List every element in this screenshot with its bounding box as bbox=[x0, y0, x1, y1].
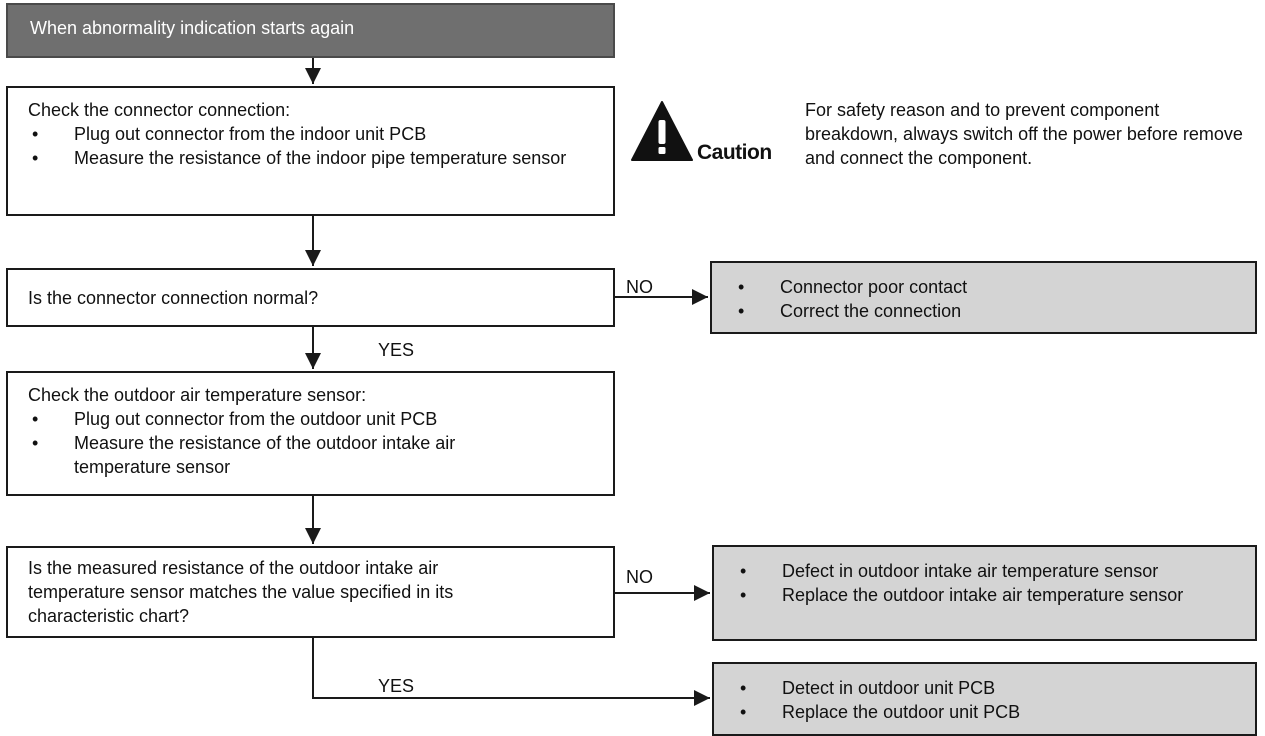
decision-question: Is the connector connection normal? bbox=[28, 287, 319, 308]
result-item: Replace the outdoor unit PCB bbox=[736, 700, 1255, 724]
result-list: Defect in outdoor intake air temperature… bbox=[714, 547, 1255, 607]
yes-label: YES bbox=[378, 676, 415, 696]
step-title: Check the outdoor air temperature sensor… bbox=[28, 385, 367, 405]
start-box: When abnormality indication starts again bbox=[6, 3, 615, 58]
result-item: Defect in outdoor intake air temperature… bbox=[736, 559, 1235, 583]
no-label: NO bbox=[626, 277, 653, 297]
step-list: Plug out connector from the indoor unit … bbox=[28, 122, 593, 170]
result-connector-poor-contact: Connector poor contact Correct the conne… bbox=[710, 261, 1257, 334]
result-list: Connector poor contact Correct the conne… bbox=[712, 263, 1255, 323]
check-outdoor-sensor-box: Check the outdoor air temperature sensor… bbox=[6, 371, 615, 496]
result-item: Correct the connection bbox=[734, 299, 1255, 323]
warning-triangle-icon bbox=[631, 101, 693, 161]
caution-message: For safety reason and to prevent compone… bbox=[805, 100, 1243, 168]
step-item: Measure the resistance of the outdoor in… bbox=[28, 431, 593, 479]
result-item: Detect in outdoor unit PCB bbox=[736, 676, 1255, 700]
caution-label: Caution bbox=[697, 141, 772, 164]
arrow-decision2-yes bbox=[312, 638, 710, 706]
decision-connector-normal: Is the connector connection normal? bbox=[6, 268, 615, 327]
step-item: Plug out connector from the indoor unit … bbox=[28, 122, 593, 146]
step-item: Measure the resistance of the indoor pip… bbox=[28, 146, 593, 170]
decision-question: Is the measured resistance of the outdoo… bbox=[28, 558, 454, 626]
result-pcb-defect: Detect in outdoor unit PCB Replace the o… bbox=[712, 662, 1257, 736]
result-list: Detect in outdoor unit PCB Replace the o… bbox=[714, 664, 1255, 724]
decision-resistance-matches: Is the measured resistance of the outdoo… bbox=[6, 546, 615, 638]
check-connector-box: Check the connector connection: Plug out… bbox=[6, 86, 615, 216]
step-list: Plug out connector from the outdoor unit… bbox=[28, 407, 593, 479]
result-item: Replace the outdoor intake air temperatu… bbox=[736, 583, 1235, 607]
yes-label: YES bbox=[378, 340, 415, 360]
result-sensor-defect: Defect in outdoor intake air temperature… bbox=[712, 545, 1257, 641]
start-label: When abnormality indication starts again bbox=[30, 18, 355, 38]
step-title: Check the connector connection: bbox=[28, 100, 291, 120]
no-label: NO bbox=[626, 567, 653, 587]
result-item: Connector poor contact bbox=[734, 275, 1255, 299]
step-item: Plug out connector from the outdoor unit… bbox=[28, 407, 593, 431]
